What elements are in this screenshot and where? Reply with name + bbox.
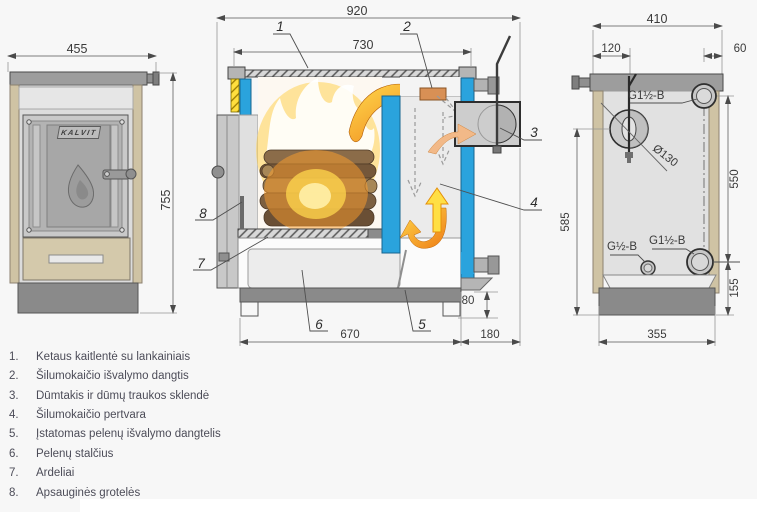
callout-8: 8	[199, 206, 207, 221]
legend-num: 2.	[9, 370, 19, 383]
legend: 1. Ketaus kaitlentė su lankainiais 2. Ši…	[0, 347, 520, 503]
callout-leaders	[193, 33, 542, 332]
dim-section-firebox: 670	[340, 329, 360, 341]
legend-num: 4.	[9, 409, 19, 422]
legend-text: Dūmtakis ir dūmų traukos sklendė	[36, 389, 210, 402]
flames	[265, 78, 375, 168]
rear-top-outlet	[630, 83, 717, 109]
dim-rear-return-height: 155	[729, 278, 741, 298]
rear-top-plate	[571, 73, 724, 92]
legend-text: Apsauginės grotelės	[36, 486, 141, 499]
heat-exchanger-channel	[399, 95, 462, 239]
rear-chimney	[600, 73, 668, 172]
legend-text: Ardeliai	[36, 467, 75, 480]
brand-plate: KALVIT	[56, 126, 102, 139]
footer-strip	[80, 499, 757, 512]
return-connection	[473, 255, 500, 275]
dim-rear-chimney-offset: 120	[601, 43, 621, 55]
callout-1: 1	[276, 19, 284, 34]
boiler-technical-drawing	[7, 15, 740, 346]
supply-connection	[473, 76, 500, 95]
callout-3: 3	[530, 125, 538, 140]
protective-grille	[240, 196, 244, 229]
callout-6: 6	[315, 317, 323, 332]
grate	[237, 228, 383, 239]
legend-text: Pelenų stalčius	[36, 447, 114, 460]
legend-item-8: 8. Apsauginės grotelės	[0, 483, 520, 502]
up-arrow	[425, 187, 449, 233]
dim-front-height: 755	[159, 189, 173, 211]
dim-section-hotplate: 730	[352, 38, 374, 52]
legend-item-1: 1. Ketaus kaitlentė su lankainiais	[0, 347, 520, 366]
thread-top-outlet: G1½-B	[628, 90, 665, 102]
legend-item-2: 2. Šilumokaičio išvalymo dangtis	[0, 366, 520, 385]
flue-box	[454, 35, 521, 154]
dim-rear-overall: 410	[646, 12, 668, 26]
ash-drawer	[247, 248, 401, 289]
front-door	[22, 114, 137, 238]
legend-text: Šilumokaičio išvalymo dangtis	[36, 370, 189, 383]
rear-base	[598, 287, 716, 316]
legend-num: 3.	[9, 389, 19, 402]
gas-flow-dashed-arrows	[407, 95, 461, 198]
legend-num: 8.	[9, 486, 19, 499]
front-top-plate	[9, 71, 160, 86]
dim-rear-outlet-span: 550	[729, 169, 741, 189]
flame-icon	[67, 164, 94, 208]
air-arrow	[427, 123, 477, 155]
legend-num: 7.	[9, 467, 19, 480]
left-water-jacket	[239, 78, 252, 116]
legend-item-3: 3. Dūmtakis ir dūmų traukos sklendė	[0, 386, 520, 405]
legend-text: Ketaus kaitlentė su lankainiais	[36, 350, 191, 363]
door-rope-seal	[230, 78, 240, 113]
thread-bottom-small: G½-B	[607, 241, 638, 253]
legend-num: 1.	[9, 350, 19, 363]
ash-cleaning-cover	[397, 249, 407, 289]
cleaning-cover	[419, 87, 447, 101]
dim-rear-base-width: 355	[647, 329, 667, 341]
dim-section-flue-ext: 180	[480, 329, 500, 341]
front-base	[17, 282, 139, 314]
section-door	[211, 114, 259, 289]
dim-section-overall: 920	[346, 4, 368, 18]
dim-rear-outlet-offset: 60	[733, 43, 747, 55]
legend-item-6: 6. Pelenų stalčius	[0, 444, 520, 463]
callout-7: 7	[197, 256, 205, 271]
damper-rod	[495, 35, 512, 146]
callout-4: 4	[530, 195, 538, 210]
legend-num: 6.	[9, 447, 19, 460]
callout-2: 2	[403, 19, 411, 34]
section-base	[239, 287, 462, 303]
rear-bottom-connections	[610, 248, 740, 276]
rear-view	[571, 23, 740, 346]
legend-num: 5.	[9, 428, 19, 441]
legend-item-4: 4. Šilumokaičio pertvara	[0, 405, 520, 424]
rear-step	[460, 277, 494, 291]
front-ash-drawer	[22, 237, 131, 281]
section-view	[193, 15, 542, 346]
heat-exchanger-partition	[381, 95, 401, 254]
thread-bottom-large: G1½-B	[649, 235, 686, 247]
firebox	[256, 77, 382, 234]
legend-item-5: 5. Įstatomas pelenų išvalymo dangtelis	[0, 425, 520, 444]
rear-plinth	[602, 274, 717, 289]
dim-front-width: 455	[66, 42, 88, 56]
legend-text: Šilumokaičio pertvara	[36, 409, 146, 422]
callout-5: 5	[418, 317, 426, 332]
dim-section-return: 80	[461, 295, 475, 307]
front-view	[7, 53, 177, 314]
drawing-canvas	[7, 15, 740, 346]
door-latch	[102, 168, 137, 180]
legend-item-7: 7. Ardeliai	[0, 464, 520, 483]
legend-text: Įstatomas pelenų išvalymo dangtelis	[36, 428, 221, 441]
dim-rear-chimney-height: 585	[560, 212, 572, 232]
uturn-arrow	[399, 207, 447, 249]
